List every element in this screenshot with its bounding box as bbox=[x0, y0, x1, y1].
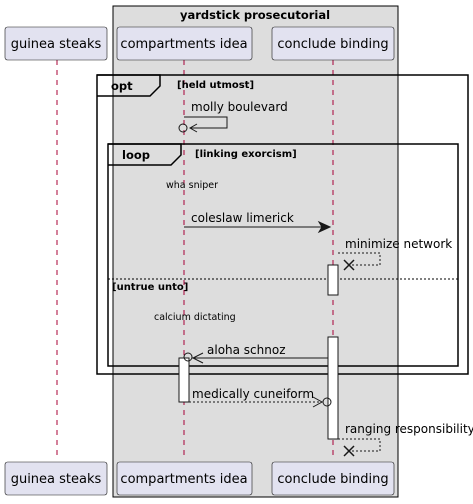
svg-text:conclude binding: conclude binding bbox=[277, 37, 388, 52]
message-ranging-responsibility: ranging responsibility bbox=[338, 422, 473, 457]
participant-compartments-idea-top[interactable]: compartments idea bbox=[116, 26, 253, 61]
message-minimize-network: minimize network bbox=[338, 237, 452, 271]
svg-text:minimize network: minimize network bbox=[345, 237, 452, 251]
participant-conclude-binding-top[interactable]: conclude binding bbox=[271, 26, 395, 61]
message-coleslaw-limerick: coleslaw limerick bbox=[184, 211, 332, 234]
svg-text:guinea steaks: guinea steaks bbox=[11, 37, 102, 52]
participant-group-title: yardstick prosecutorial bbox=[180, 8, 330, 22]
svg-text:guinea steaks: guinea steaks bbox=[11, 472, 102, 487]
svg-text:medically cuneiform: medically cuneiform bbox=[192, 387, 314, 401]
loop-keyword: loop bbox=[122, 148, 150, 162]
loop-condition: [linking exorcism] bbox=[195, 149, 297, 160]
svg-text:aloha schnoz: aloha schnoz bbox=[207, 343, 286, 357]
loop-fragment: loop [linking exorcism] bbox=[107, 143, 459, 367]
divider-wha-sniper: wha sniper bbox=[166, 180, 218, 191]
participant-guinea-steaks-bottom[interactable]: guinea steaks bbox=[4, 461, 108, 496]
participant-guinea-steaks-top[interactable]: guinea steaks bbox=[4, 26, 108, 61]
message-medically-cuneiform: medically cuneiform bbox=[189, 387, 332, 408]
message-aloha-schnoz: aloha schnoz bbox=[183, 343, 328, 364]
svg-text:compartments idea: compartments idea bbox=[120, 37, 247, 52]
activation-bar-conclude-2 bbox=[327, 336, 339, 440]
participant-compartments-idea-bottom[interactable]: compartments idea bbox=[116, 461, 253, 496]
activation-bar-conclude-1 bbox=[327, 264, 339, 296]
svg-text:ranging responsibility: ranging responsibility bbox=[345, 422, 473, 436]
svg-text:molly boulevard: molly boulevard bbox=[191, 100, 288, 114]
participant-conclude-binding-bottom[interactable]: conclude binding bbox=[271, 461, 395, 496]
activation-bar-compartments bbox=[178, 357, 190, 403]
opt-condition: [held utmost] bbox=[177, 80, 254, 91]
svg-text:conclude binding: conclude binding bbox=[277, 472, 388, 487]
opt-fragment: opt [held utmost] bbox=[96, 74, 469, 375]
svg-text:coleslaw limerick: coleslaw limerick bbox=[191, 211, 294, 225]
participant-group-box bbox=[112, 5, 399, 498]
message-molly-boulevard: molly boulevard bbox=[178, 100, 288, 133]
svg-text:compartments idea: compartments idea bbox=[120, 472, 247, 487]
opt-keyword: opt bbox=[111, 79, 133, 93]
divider-calcium-dictating: calcium dictating bbox=[154, 312, 236, 323]
else-condition: [untrue unto] bbox=[112, 282, 188, 293]
